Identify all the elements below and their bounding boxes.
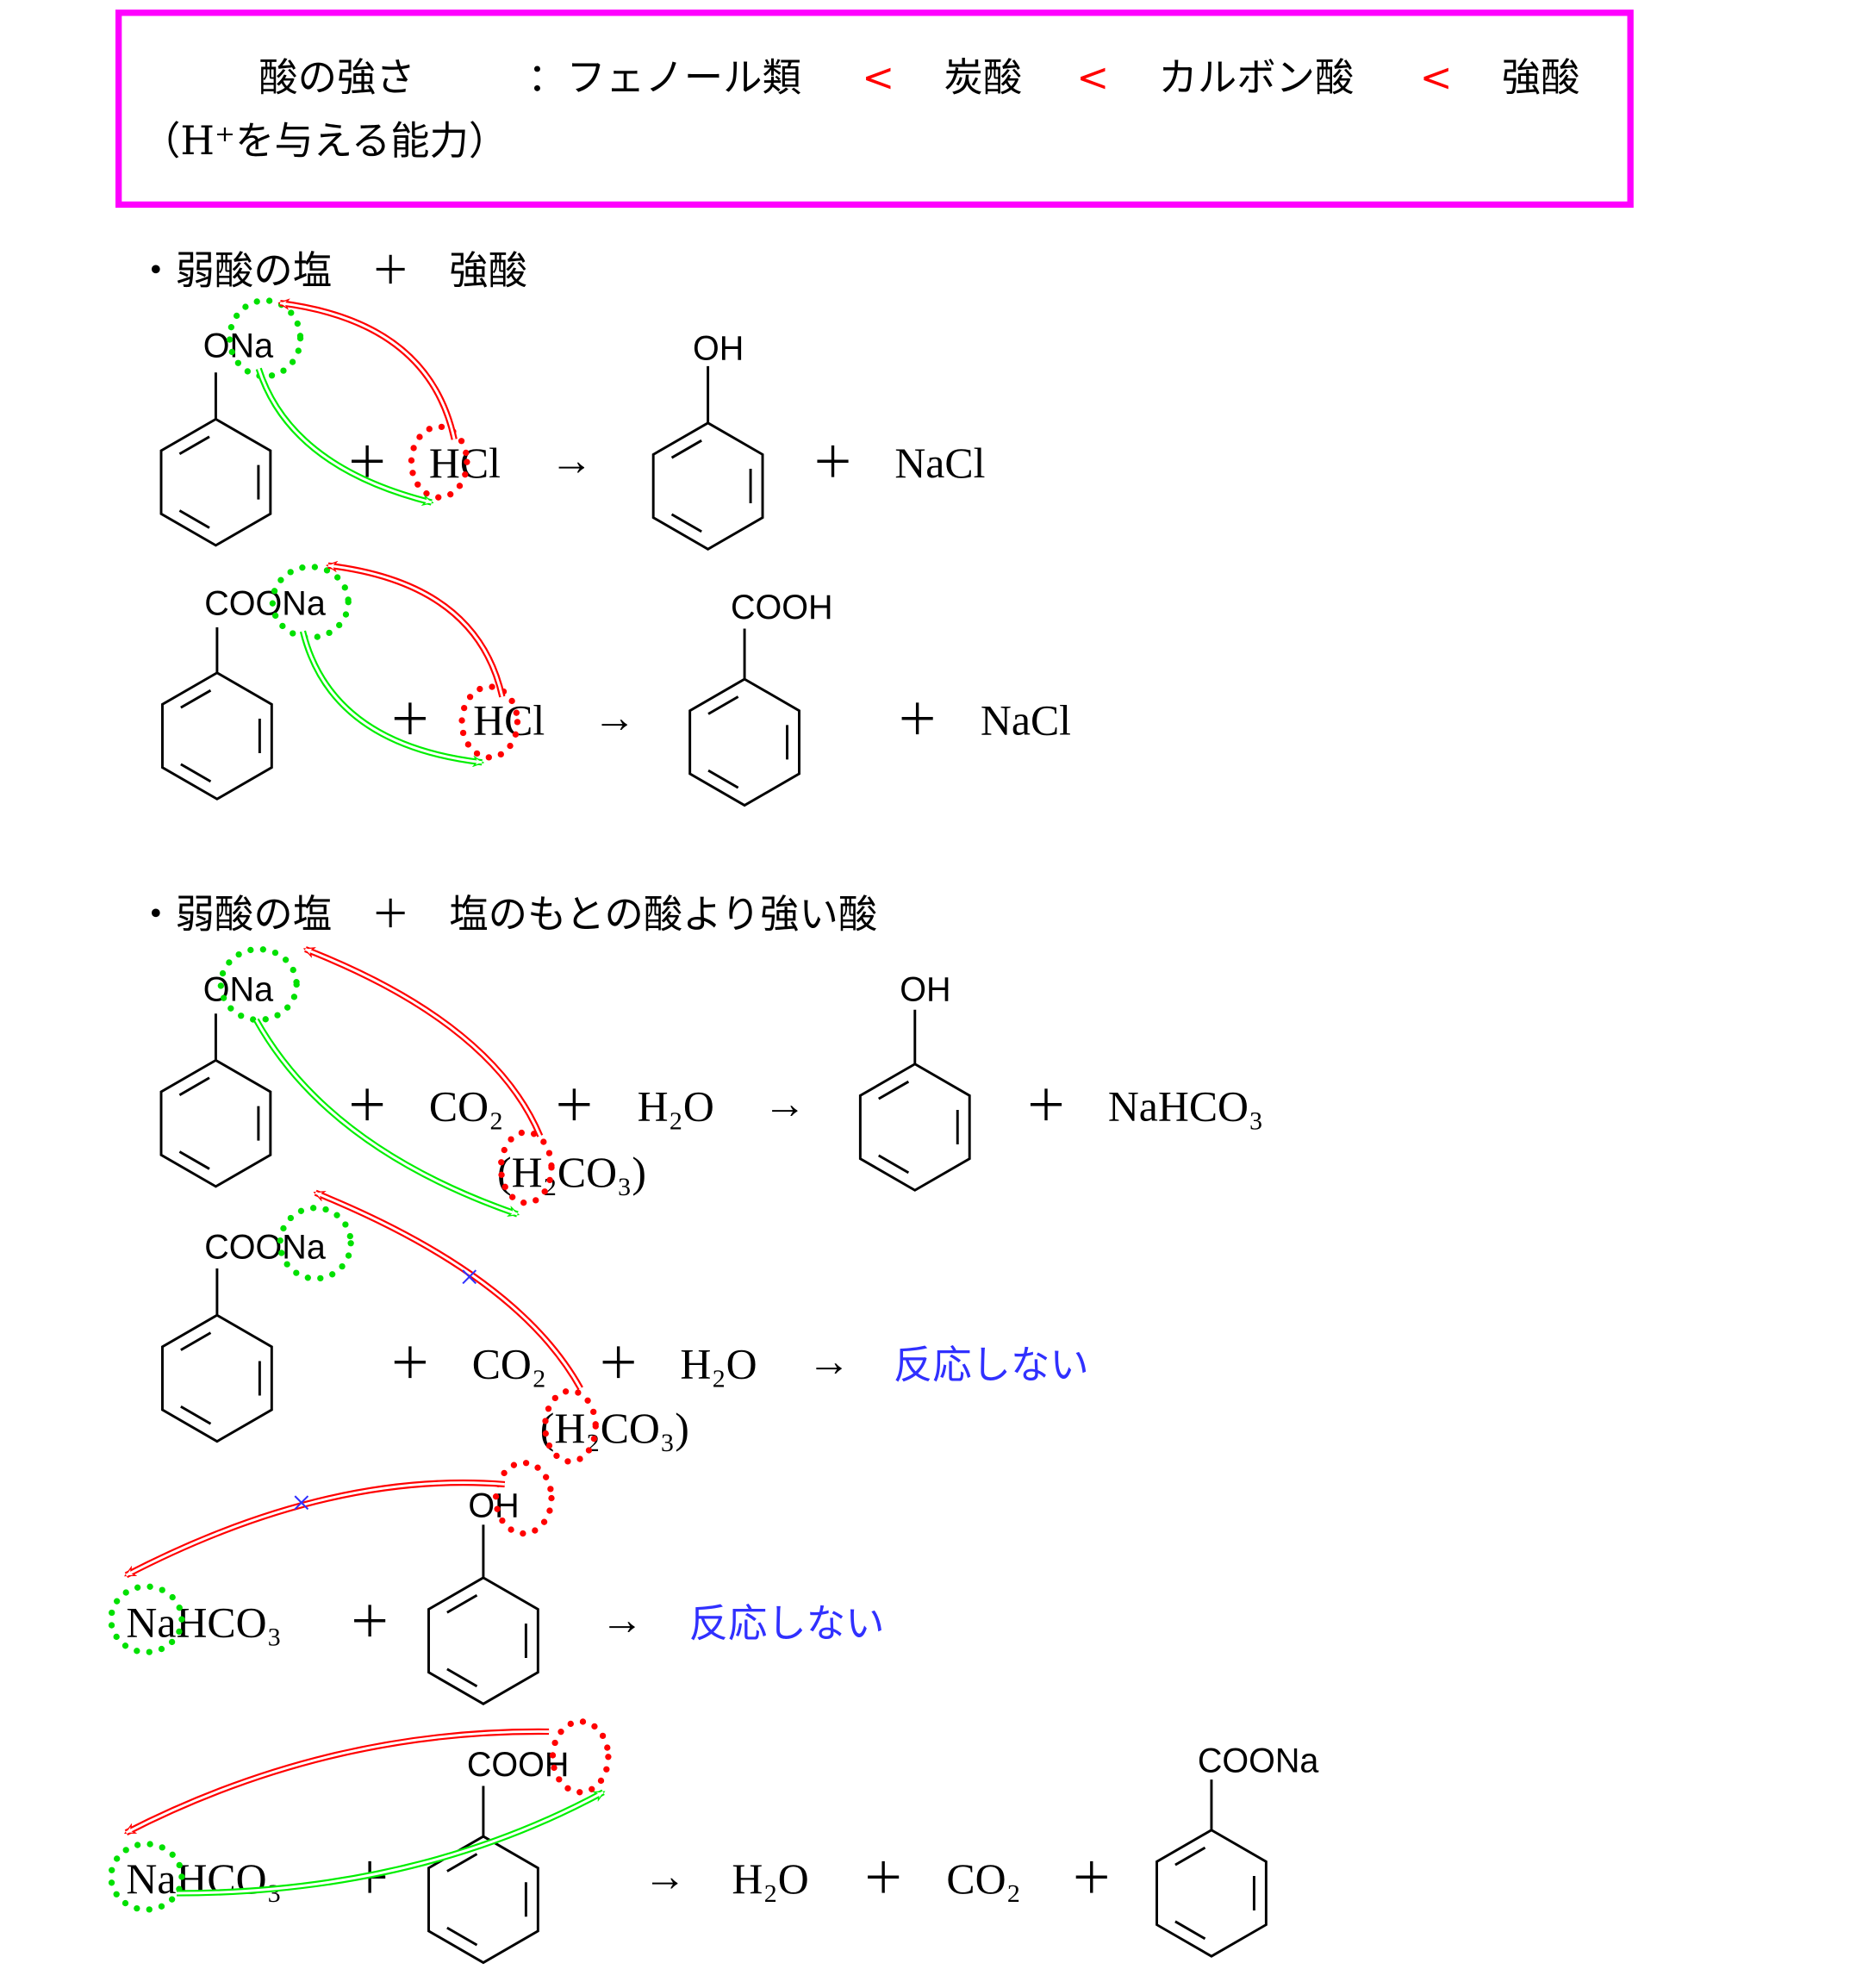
ring-bonds [858,1009,971,1192]
acid-strength-box: 酸の強さ ：フェノール類 < 炭酸 < カルボン酸 < 強酸 （H⁺を与える能力… [115,9,1634,209]
h2o-formula: H₂O [732,1855,808,1903]
na-highlight-circle [269,564,352,641]
reaction-arrow: → [601,1597,644,1644]
proton-transfer-arrow [280,303,458,440]
plus-sign: ＋ [597,1340,640,1387]
order-carbonic-acid: 炭酸 [944,55,1022,101]
plus-sign: ＋ [389,697,432,745]
reaction-arrow: → [593,695,636,742]
plus-sign: ＋ [896,697,939,745]
reaction-arrow: → [807,1338,850,1386]
plus-sign: ＋ [1025,1083,1068,1131]
benzene-ring [427,1524,539,1705]
reaction-arrow: → [551,437,594,484]
na-highlight-circle [108,1583,185,1655]
ring-bonds [427,1524,539,1705]
plus-sign: ＋ [862,1855,905,1903]
blocked-cross-icon: × [459,1256,479,1296]
blocked-cross-icon: × [291,1483,311,1523]
co2-formula: CO₂ [946,1855,1021,1903]
h-highlight-circle [549,1718,612,1796]
h-highlight-circle [492,1459,555,1537]
benzoic-acid-cooh-group: COOH [731,589,833,626]
h2o-formula: H₂O [638,1083,714,1131]
sodium-benzoate-group: COONa [204,1228,326,1266]
reaction-phenoxide-co2: ONa ＋ CO₂ ＋ H₂O (H₂CO₃) → OH ＋ NaHCO₃ [159,945,1264,1218]
h-highlight-circle [408,423,470,501]
section1-title: ・弱酸の塩 ＋ 強酸 [136,248,527,294]
order-strong-acid: 強酸 [1502,55,1580,101]
sodium-benzoate-group: COONa [204,584,326,622]
less-than-3: < [1420,55,1453,101]
co2-formula: CO₂ [472,1340,547,1387]
ring-bonds [159,372,272,547]
hcl-formula: HCl [473,697,545,745]
plus-sign: ＋ [389,1340,432,1387]
benzene-ring [858,1009,971,1192]
ring-bonds [161,627,273,801]
na-highlight-circle [226,297,304,380]
sodium-phenoxide-group: ONa [203,327,273,365]
ring-bonds [651,365,764,551]
no-reaction-label: 反応しない [689,1601,885,1647]
reaction-benzoate-hcl: COONa ＋ HCl → COOH ＋ NaCl [161,564,1071,807]
order-phenols: ：フェノール類 [527,55,801,101]
plus-sign: ＋ [1070,1855,1113,1903]
reaction-benzoate-co2: COONa ＋ CO₂ ＋ H₂O (H₂CO₃) → 反応しない × [161,1189,1089,1465]
ring-bonds [161,1268,273,1443]
plus-sign: ＋ [348,1599,391,1647]
section2-title: ・弱酸の塩 ＋ 塩のもとの酸より強い酸 [136,892,877,938]
benzene-ring [161,627,273,801]
proton-transfer-arrow [126,1479,506,1579]
plus-sign: ＋ [812,439,855,487]
proton-transfer-arrow [328,565,506,698]
less-than-1: < [862,55,894,101]
plus-sign: ＋ [346,1083,389,1131]
sodium-benzoate-group: COONa [1198,1742,1319,1779]
carbonic-acid-formula: (H₂CO₃) [540,1405,689,1452]
ring-bonds [688,628,800,807]
ring-bonds [159,1013,272,1188]
benzene-ring [427,1785,539,1965]
reaction-phenoxide-hcl: ONa ＋ HCl → OH ＋ NaCl [159,297,985,551]
h-highlight-circle [458,683,521,761]
sodium-phenoxide-group: ONa [203,971,273,1009]
acid-strength-sublabel: （H⁺を与える能力） [141,118,508,164]
ring-bonds [427,1785,539,1965]
reaction-arrow: → [763,1081,807,1128]
benzene-ring [688,628,800,807]
na-highlight-circle [217,945,300,1024]
h-highlight-circle [497,1129,555,1206]
benzene-ring [1155,1779,1268,1958]
plus-sign: ＋ [552,1083,595,1131]
phenol-oh-group: OH [900,971,950,1009]
co2-formula: CO₂ [429,1083,504,1131]
phenol-oh-group: OH [693,330,744,368]
reaction-nahco3-phenol: NaHCO₃ ＋ OH → 反応しない × [108,1459,885,1705]
ring-bonds [1155,1779,1268,1958]
nacl-formula: NaCl [981,697,1071,745]
benzene-ring [159,372,272,547]
h-highlight-circle [542,1387,599,1465]
no-reaction-label: 反応しない [894,1342,1089,1387]
nacl-formula: NaCl [894,439,985,487]
proton-transfer-arrow [305,946,544,1137]
h2o-formula: H₂O [680,1340,757,1387]
less-than-2: < [1076,55,1109,101]
order-carboxylic-acid: カルボン酸 [1158,55,1354,101]
benzene-ring [159,1013,272,1188]
nahco3-formula: NaHCO₃ [1108,1083,1264,1131]
phenol-oh-group: OH [468,1487,519,1525]
reaction-arrow: → [644,1853,687,1900]
na-highlight-circle [108,1841,185,1913]
nahco3-formula: NaHCO₃ [126,1599,282,1647]
acid-strength-label: 酸の強さ [259,55,415,101]
benzene-ring [161,1268,273,1443]
reaction-nahco3-benzoic-acid: NaHCO₃ ＋ COOH → H₂O ＋ CO₂ ＋ COONa [108,1718,1319,1965]
benzene-ring [651,365,764,551]
carbonic-acid-formula: (H₂CO₃) [497,1149,646,1196]
benzoic-acid-cooh-group: COOH [467,1746,570,1784]
na-highlight-circle [277,1205,354,1282]
